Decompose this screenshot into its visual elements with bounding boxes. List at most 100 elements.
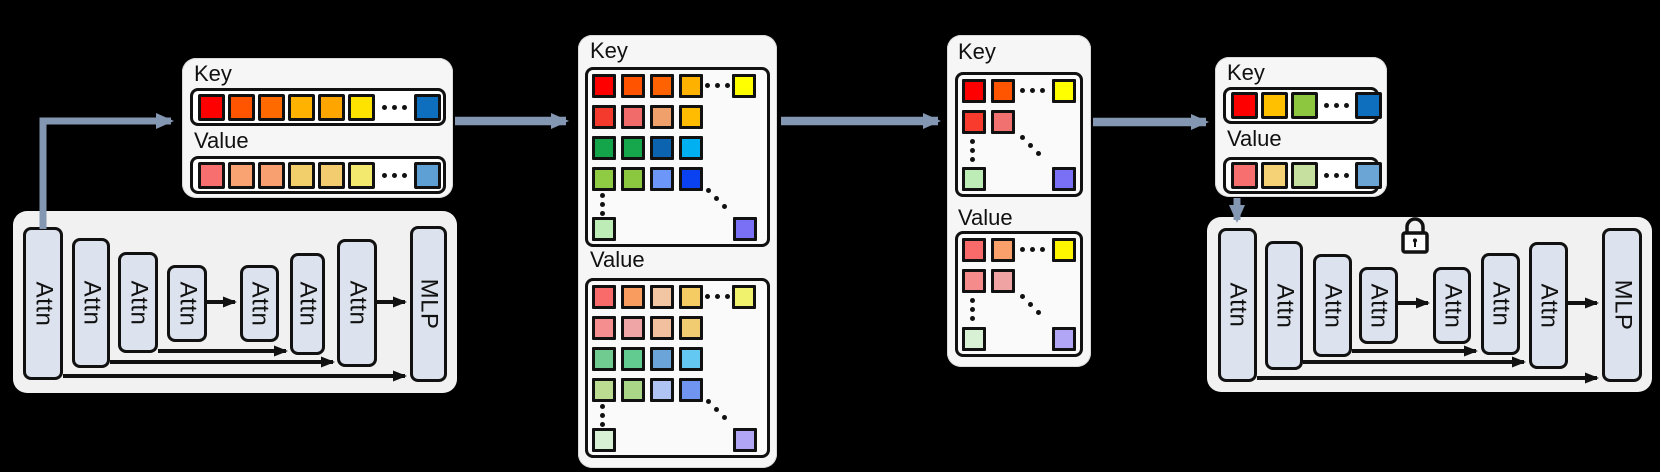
stage4-value-label: Value — [1227, 126, 1282, 151]
value-cell — [679, 378, 703, 402]
attn-block: Attn — [1265, 241, 1303, 370]
ellipsis-v-icon — [600, 404, 605, 427]
ellipsis-h-icon — [1020, 88, 1045, 93]
key-cell — [592, 74, 616, 98]
attn-block-label: Attn — [1365, 283, 1393, 328]
ellipsis-diag-icon — [1020, 294, 1042, 316]
ellipsis-diag-icon — [706, 188, 728, 210]
key-token-square — [318, 93, 345, 121]
value-token-square — [258, 161, 285, 189]
attn-block-label: Attn — [30, 281, 58, 326]
key-cell — [733, 217, 757, 241]
key-cell — [679, 105, 703, 129]
stage1-kv-cache-box: Key Value — [182, 58, 453, 198]
attn-block-label: Attn — [1535, 283, 1563, 328]
key-cell — [592, 105, 616, 129]
value-cell — [650, 316, 674, 340]
key-cell — [621, 167, 645, 191]
attn-block: Attn — [1433, 267, 1471, 344]
key-cell — [621, 136, 645, 160]
stage1-key-label: Key — [194, 61, 232, 86]
value-cell — [1052, 238, 1076, 262]
mlp-block: MLP — [410, 226, 447, 382]
key-token-square — [1355, 92, 1382, 119]
attn-block: Attn — [1218, 228, 1257, 382]
key-token-square — [1231, 92, 1258, 119]
value-token-square — [1291, 162, 1318, 189]
value-cell — [1052, 327, 1076, 351]
key-cell — [621, 74, 645, 98]
attn-block: Attn — [337, 239, 377, 367]
value-cell — [621, 316, 645, 340]
mlp-block-label: MLP — [415, 278, 443, 330]
stage3-key-label: Key — [958, 39, 996, 64]
stage3-key-grid — [955, 72, 1083, 197]
ellipsis-diag-icon — [1020, 135, 1042, 157]
attn-block: Attn — [290, 253, 325, 355]
key-token-square — [348, 93, 375, 121]
key-token-square — [288, 93, 315, 121]
value-token-square — [1355, 162, 1382, 189]
key-cell — [592, 167, 616, 191]
value-cell — [733, 428, 757, 452]
mlp-block: MLP — [1602, 228, 1642, 382]
ellipsis-v-icon — [600, 193, 605, 216]
value-cell — [592, 316, 616, 340]
value-cell — [732, 285, 756, 309]
attn-block: Attn — [118, 252, 158, 353]
value-cell — [679, 285, 703, 309]
key-token-square — [1261, 92, 1288, 119]
stage4-value-row — [1223, 157, 1382, 194]
value-cell — [621, 347, 645, 371]
key-cell — [592, 136, 616, 160]
value-cell — [621, 378, 645, 402]
key-token-square — [198, 93, 225, 121]
value-cell — [650, 378, 674, 402]
key-cell — [650, 105, 674, 129]
key-cell — [650, 167, 674, 191]
value-cell — [962, 327, 986, 351]
attn-block: Attn — [72, 238, 110, 368]
value-cell — [962, 269, 986, 293]
key-cell — [991, 110, 1015, 134]
attn-block: Attn — [23, 227, 63, 380]
value-token-square — [1231, 162, 1258, 189]
attn-block-label: Attn — [1439, 283, 1467, 328]
key-cell — [962, 79, 986, 103]
unet-panel-left: Attn Attn Attn Attn Attn Attn Attn MLP — [13, 211, 457, 393]
value-token-square — [288, 161, 315, 189]
key-cell — [679, 136, 703, 160]
value-cell — [592, 428, 616, 452]
key-token-square — [228, 93, 255, 121]
key-cell — [991, 79, 1015, 103]
stage2-kv-cache-box: Key Value — [578, 35, 777, 468]
lock-icon — [1401, 217, 1429, 254]
value-token-square — [348, 161, 375, 189]
ellipsis-h-icon — [382, 104, 407, 110]
key-token-square — [258, 93, 285, 121]
value-cell — [962, 238, 986, 262]
ellipsis-h-icon — [382, 172, 407, 178]
attn-block-label: Attn — [174, 281, 202, 326]
value-cell — [679, 316, 703, 340]
ellipsis-h-icon — [705, 83, 730, 88]
attn-block-label: Attn — [78, 280, 106, 326]
ellipsis-h-icon — [1324, 173, 1349, 178]
attn-block: Attn — [240, 265, 279, 342]
key-cell — [1052, 79, 1076, 103]
attn-block-label: Attn — [1487, 281, 1515, 327]
attn-block-label: Attn — [246, 281, 274, 326]
ellipsis-h-icon — [1324, 103, 1349, 108]
stage1-value-row — [190, 156, 446, 194]
key-cell — [962, 167, 986, 191]
key-token-square — [1291, 92, 1318, 119]
attn-block-label: Attn — [1271, 283, 1299, 328]
key-cell — [732, 74, 756, 98]
ellipsis-h-icon — [1020, 247, 1045, 252]
value-token-square — [414, 161, 441, 189]
value-token-square — [1261, 162, 1288, 189]
key-cell — [679, 74, 703, 98]
key-cell — [621, 105, 645, 129]
key-token-square — [414, 93, 441, 121]
